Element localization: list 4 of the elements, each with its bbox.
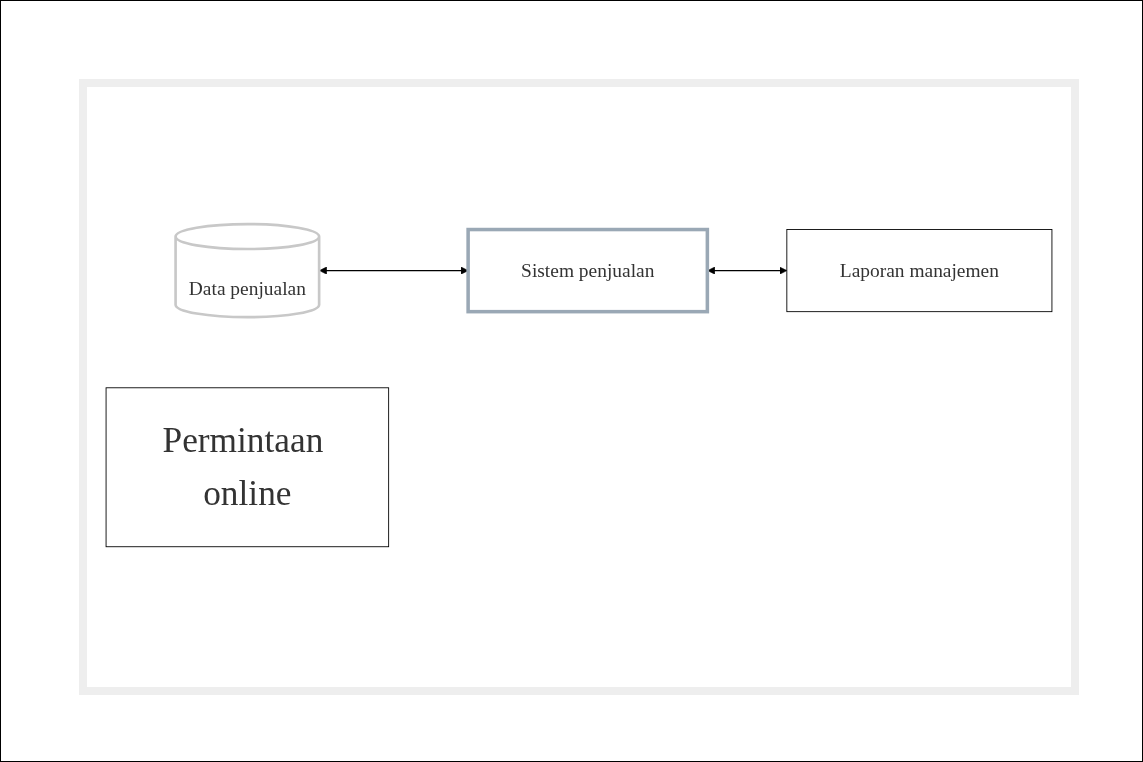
node-box [786, 228, 1053, 312]
node-box [105, 386, 390, 547]
node-box [466, 227, 710, 314]
frame-background: Data penjualan Sistem penjualan Laporan manajemen Permintaan online [79, 79, 1079, 695]
